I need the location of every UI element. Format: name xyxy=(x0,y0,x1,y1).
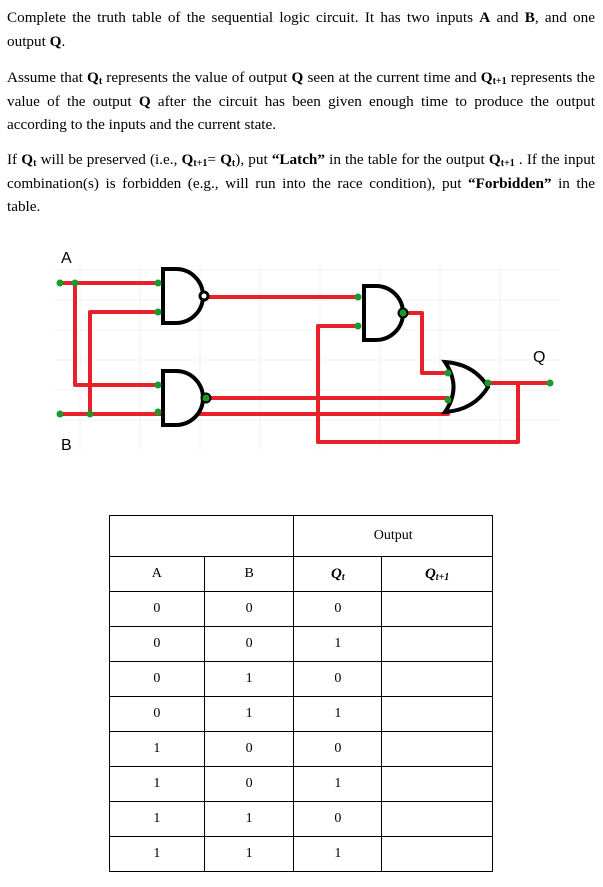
text: represents the value of output xyxy=(102,69,292,86)
cell-a: 0 xyxy=(109,626,205,662)
text: after the circuit has been given enough … xyxy=(7,92,595,134)
cell-b: 0 xyxy=(203,591,295,627)
text: = xyxy=(207,151,221,168)
cell-qt1-answer[interactable] xyxy=(381,801,493,837)
text: in the table. xyxy=(7,174,595,216)
qt-symbol: Qt xyxy=(21,151,37,169)
cell-b: 1 xyxy=(203,801,295,837)
nand-gate-1 xyxy=(161,267,210,325)
text: Assume that xyxy=(7,69,87,86)
cell-qt1-answer[interactable] xyxy=(381,731,493,767)
qt1-symbol: Qt+1 xyxy=(480,69,507,87)
cell-qt: 0 xyxy=(293,801,383,837)
forbidden-term: “Forbidden” xyxy=(467,174,552,192)
output-q-label: Q xyxy=(533,349,545,366)
qt-symbol: Qt xyxy=(220,151,236,169)
cell-qt: 1 xyxy=(293,696,383,732)
input-a-label: A xyxy=(479,9,491,26)
q-symbol: Q xyxy=(138,92,151,110)
text: and xyxy=(490,9,525,26)
input-a-label: A xyxy=(61,250,72,267)
header-qt: Qt xyxy=(293,556,383,592)
header-a: A xyxy=(109,556,205,592)
input-b-label: B xyxy=(524,9,535,26)
cell-qt1-answer[interactable] xyxy=(381,836,493,872)
cell-qt: 0 xyxy=(293,661,383,697)
logic-circuit-diagram: A B Q xyxy=(55,250,560,454)
latch-term: “Latch” xyxy=(271,151,325,168)
cell-b: 1 xyxy=(203,696,295,732)
output-q-label: Q xyxy=(49,32,62,50)
cell-a: 1 xyxy=(109,836,205,872)
cell-b: 1 xyxy=(203,661,295,697)
text: ), put xyxy=(235,151,272,168)
instruction-paragraph-3: If Qt will be preserved (i.e., Qt+1= Qt)… xyxy=(7,148,595,219)
cell-b: 0 xyxy=(203,766,295,802)
cell-qt1-answer[interactable] xyxy=(381,766,493,802)
cell-a: 1 xyxy=(109,766,205,802)
cell-a: 0 xyxy=(109,661,205,697)
text: If xyxy=(7,151,22,168)
table-group-header-row: Output xyxy=(108,515,493,557)
connection-nodes xyxy=(56,279,554,418)
wires xyxy=(58,281,552,444)
table-header-row: A B Qt Qt+1 xyxy=(109,556,493,592)
cell-qt1-answer[interactable] xyxy=(381,661,493,697)
cell-qt1-answer[interactable] xyxy=(381,696,493,732)
text: represents the value of the output xyxy=(7,69,595,110)
q-symbol: Q xyxy=(291,69,304,86)
input-b-label: B xyxy=(61,437,72,454)
cell-qt: 0 xyxy=(293,591,383,627)
qt1-symbol: Qt+1 xyxy=(488,151,515,169)
cell-a: 0 xyxy=(109,591,205,627)
cell-qt1-answer[interactable] xyxy=(381,626,493,662)
header-qt1: Qt+1 xyxy=(381,556,493,592)
qt1-symbol: Qt+1 xyxy=(181,151,208,169)
cell-b: 0 xyxy=(203,626,295,662)
cell-a: 0 xyxy=(109,696,205,732)
text: seen at the current time and xyxy=(303,69,481,86)
cell-qt: 1 xyxy=(293,836,383,872)
text: , and one output xyxy=(7,9,595,50)
text: . xyxy=(61,32,66,50)
cell-a: 1 xyxy=(109,731,205,767)
instruction-paragraph-2: Assume that Qt represents the value of o… xyxy=(7,66,595,137)
text: in the table for the output xyxy=(324,151,489,168)
cell-b: 0 xyxy=(203,731,295,767)
text: will be preserved (i.e., xyxy=(36,151,182,168)
cell-b: 1 xyxy=(203,836,295,872)
cell-qt: 1 xyxy=(293,626,383,662)
table-cell xyxy=(108,515,295,557)
output-group-header: Output xyxy=(293,515,493,557)
text: Complete the truth table of the sequenti… xyxy=(7,9,480,26)
cell-a: 1 xyxy=(109,801,205,837)
qt-symbol: Qt xyxy=(87,69,103,87)
cell-qt: 1 xyxy=(293,766,383,802)
grid-background xyxy=(55,265,560,450)
text: . If the input combination(s) is forbidd… xyxy=(7,151,596,192)
instruction-paragraph-1: Complete the truth table of the sequenti… xyxy=(7,6,595,53)
cell-qt: 0 xyxy=(293,731,383,767)
cell-qt1-answer[interactable] xyxy=(381,591,493,627)
or-gate xyxy=(441,359,491,415)
header-b: B xyxy=(203,556,295,592)
